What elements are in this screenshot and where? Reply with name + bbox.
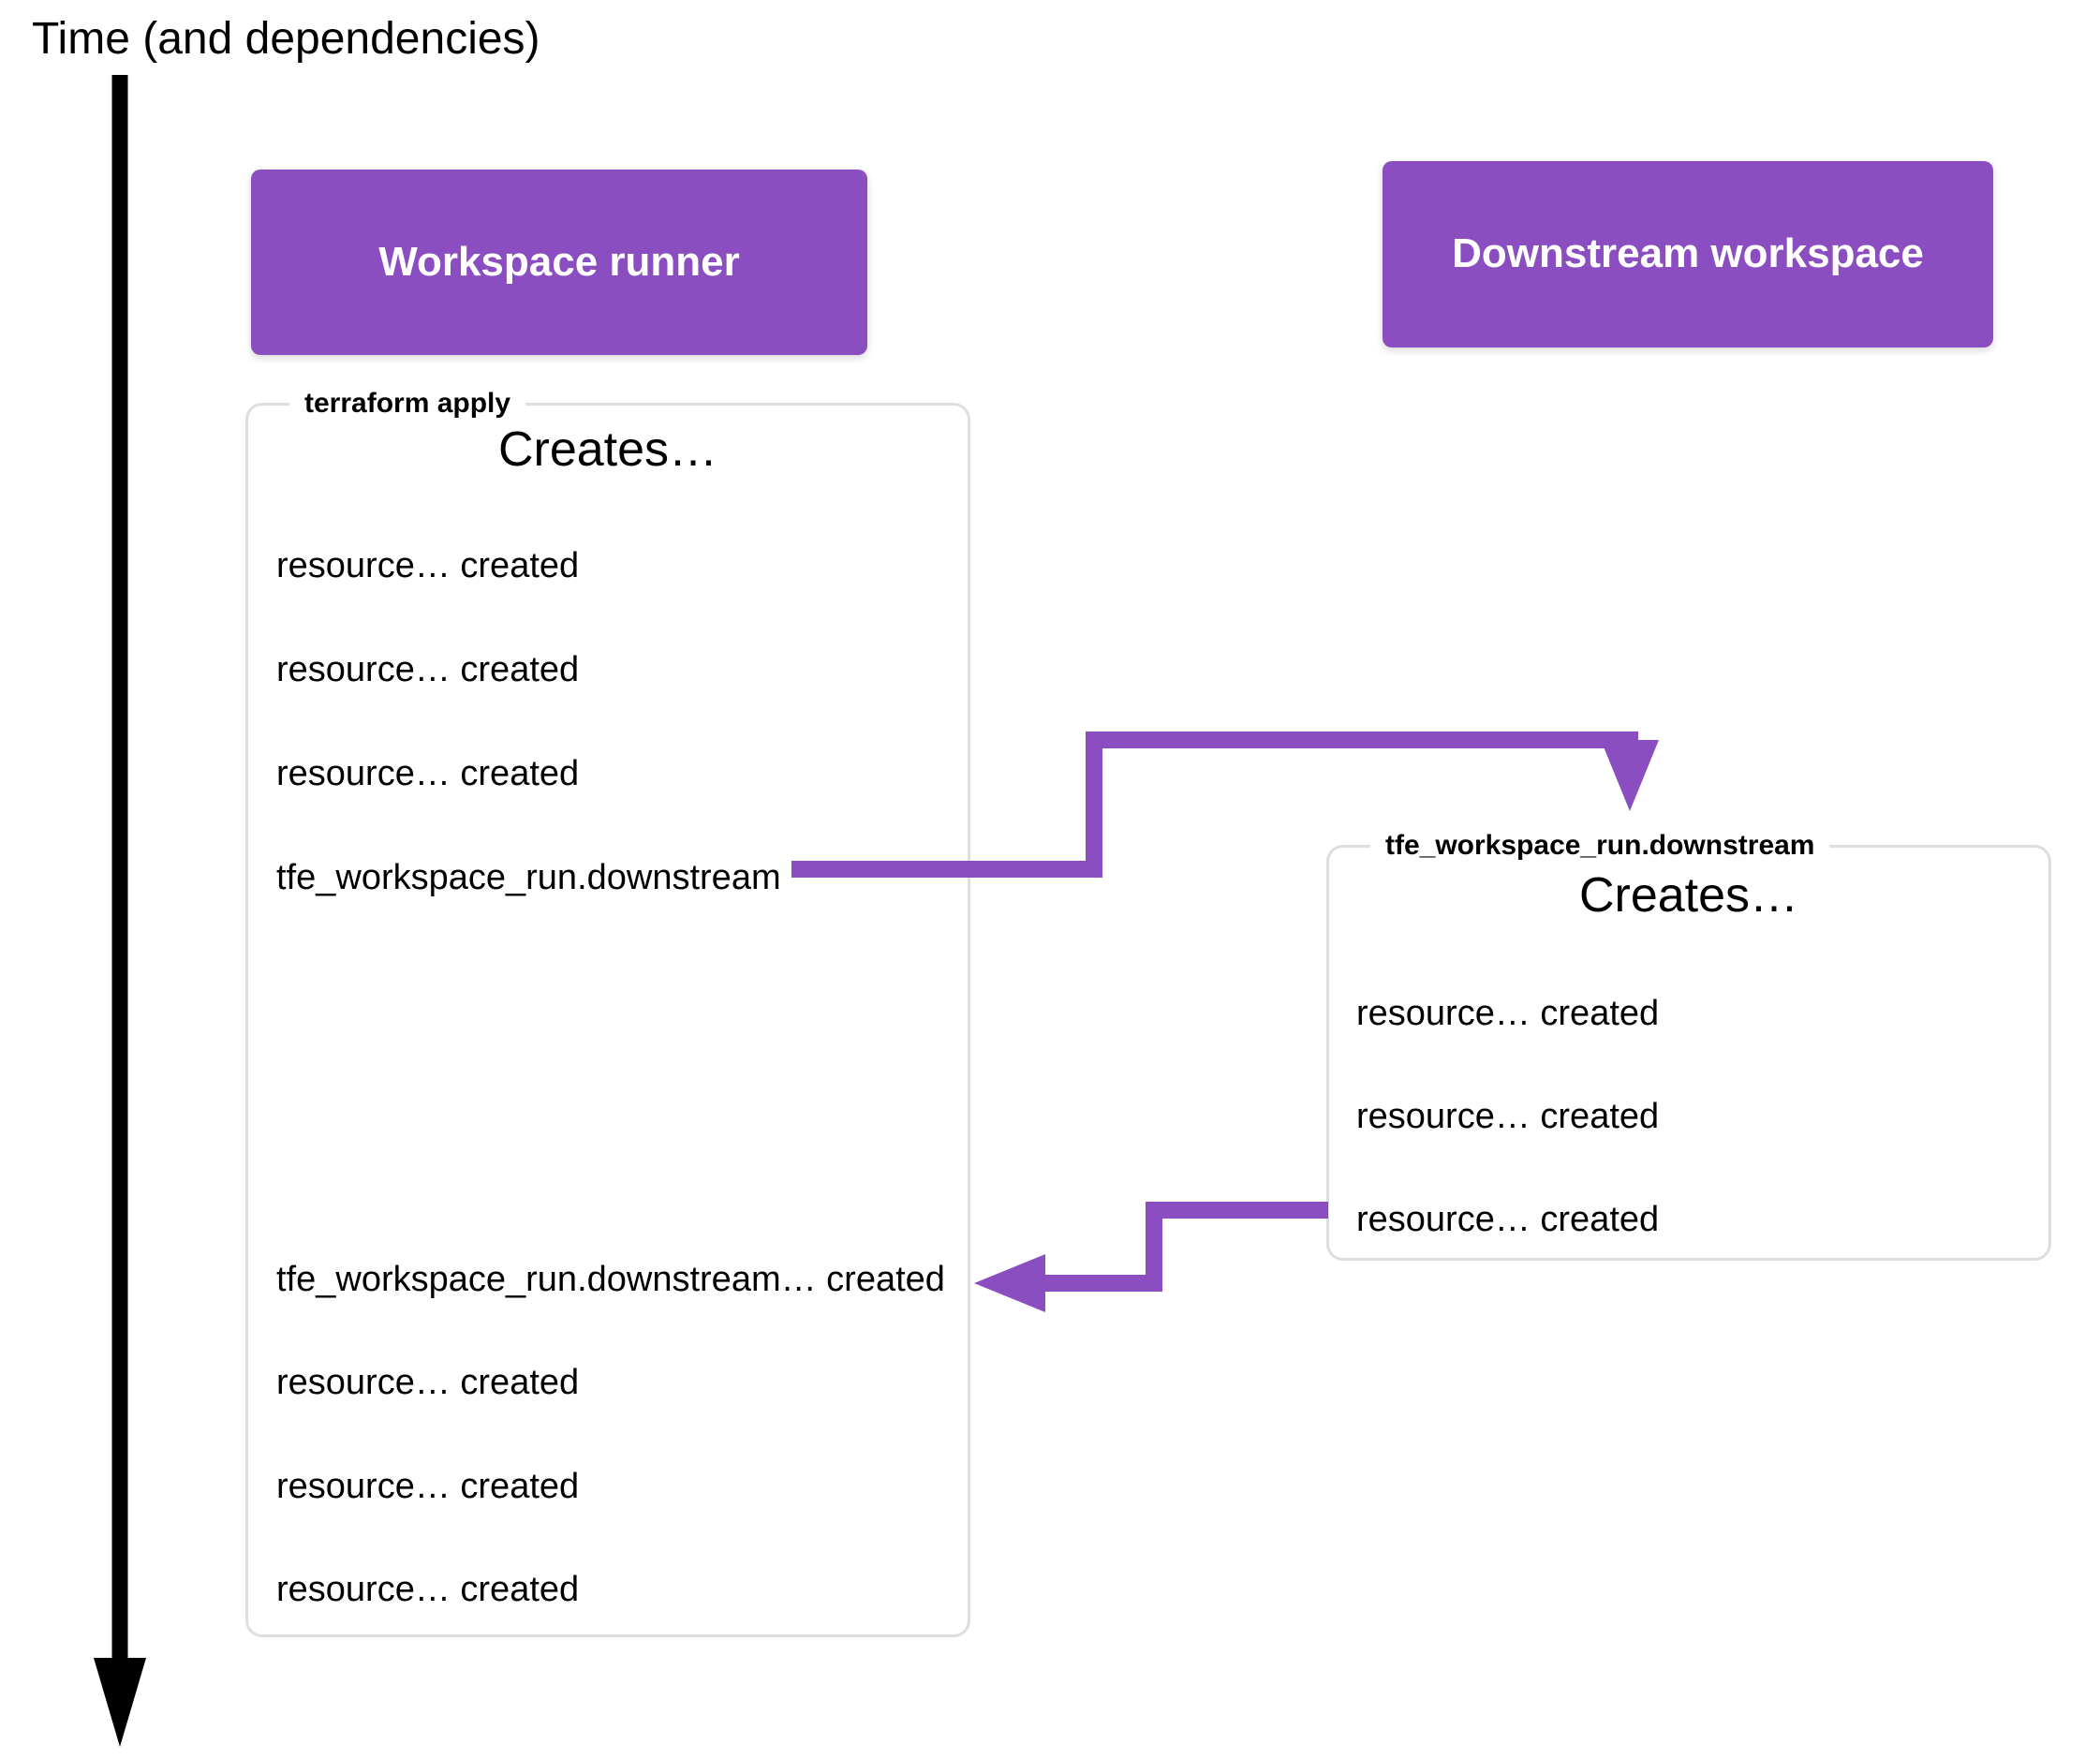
list-item: resource… created [276, 754, 580, 793]
panel-terraform-apply: terraform apply Creates… [245, 388, 970, 1637]
list-item: resource… created [276, 1363, 580, 1402]
list-item: resource… created [276, 1467, 580, 1506]
connector-return-to-runner-icon [974, 1202, 1328, 1312]
list-item: resource… created [276, 546, 580, 585]
list-item-tfe-workspace-run-downstream-created: tfe_workspace_run.downstream… created [276, 1260, 945, 1299]
list-item: resource… created [1356, 1200, 1660, 1239]
panel-terraform-apply-legend: terraform apply [289, 388, 526, 420]
panel-downstream-run-title: Creates… [1578, 868, 1799, 923]
column-header-downstream-workspace: Downstream workspace [1383, 161, 1993, 347]
column-header-downstream-workspace-label: Downstream workspace [1452, 230, 1924, 277]
panel-terraform-apply-title: Creates… [497, 422, 718, 477]
list-item: resource… created [1356, 994, 1660, 1033]
time-axis-label: Time (and dependencies) [32, 14, 540, 64]
list-item: resource… created [1356, 1097, 1660, 1136]
panel-downstream-run-legend: tfe_workspace_run.downstream [1370, 830, 1830, 862]
list-item: resource… created [276, 650, 580, 689]
panel-downstream-run: tfe_workspace_run.downstream Creates… [1326, 830, 2051, 1261]
column-header-workspace-runner-label: Workspace runner [378, 238, 740, 285]
list-item-tfe-workspace-run-downstream: tfe_workspace_run.downstream [276, 858, 781, 897]
list-item: resource… created [276, 1570, 580, 1609]
column-header-workspace-runner: Workspace runner [251, 170, 867, 355]
time-axis-arrow-icon [94, 75, 146, 1747]
